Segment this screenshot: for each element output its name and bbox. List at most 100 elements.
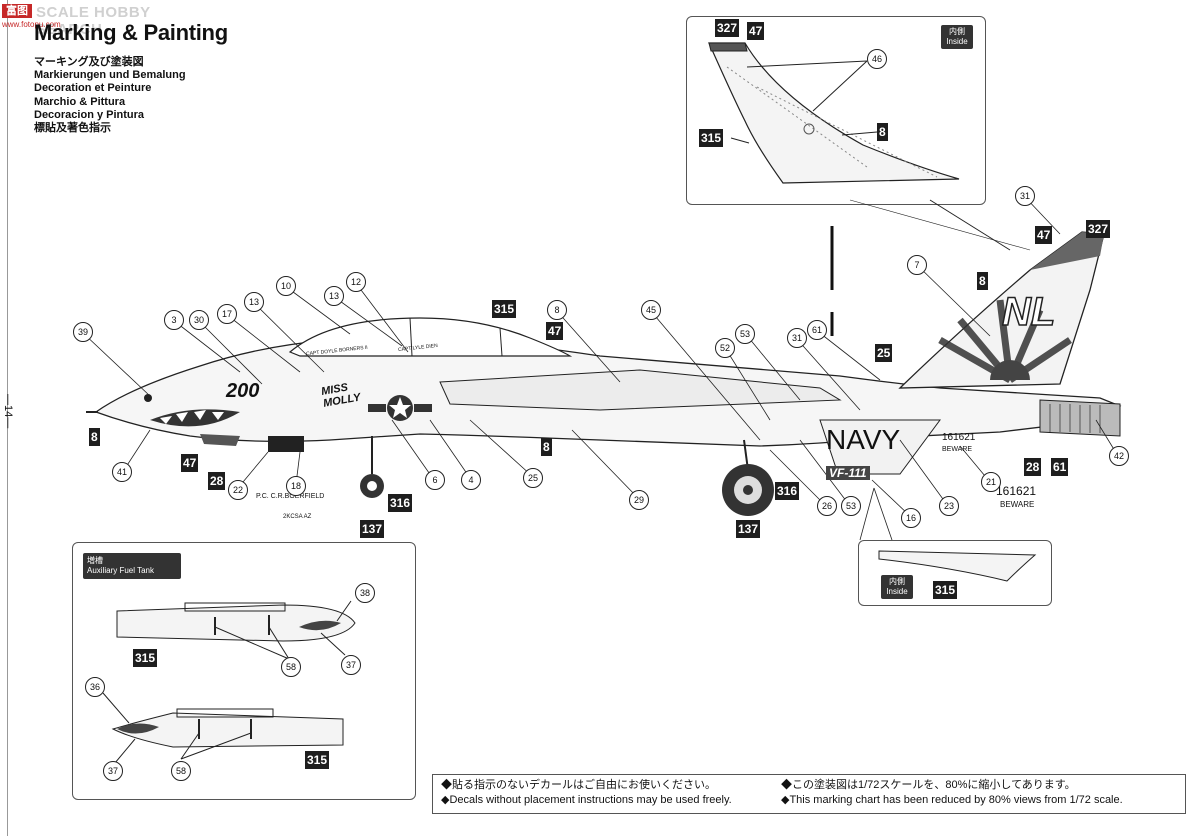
tank-upper-callout-38: 38 — [355, 583, 375, 603]
num-8-glove: 8 — [541, 438, 552, 456]
beware-stencil-1: BEWARE — [942, 446, 973, 453]
callout-31a: 31 — [787, 328, 807, 348]
callout-26: 26 — [817, 496, 837, 516]
num-47-intake: 47 — [546, 322, 564, 340]
fuel-tank-box: 増槽 Auxiliary Fuel Tank 315 38 — [72, 542, 416, 800]
inside-tag-en: Inside — [946, 37, 968, 46]
num-25-spine: 25 — [875, 344, 893, 362]
ventral-fin-inset: 内側 Inside 315 — [858, 540, 1052, 606]
callout-6: 6 — [425, 470, 445, 490]
fin-inside-tag-jp: 内側 — [889, 577, 905, 586]
callout-10: 10 — [276, 276, 296, 296]
navy-lettering: NAVY — [826, 424, 901, 455]
fin-inside-tag: 内側 Inside — [881, 575, 913, 599]
callout-18: 18 — [286, 476, 306, 496]
num-28-nose: 28 — [208, 472, 226, 490]
tail-inset-num-327: 327 — [715, 19, 740, 37]
tail-fin-drawing — [708, 42, 960, 184]
note-en-2: ◆This marking chart has been reduced by … — [781, 794, 1123, 806]
modex-number: 200 — [226, 380, 260, 402]
tail-inset-callout-46: 46 — [867, 49, 887, 69]
gear-door-sublabel: 2KCSA AZ — [283, 514, 312, 520]
callout-41: 41 — [112, 462, 132, 482]
tank-upper-callout-58: 58 — [281, 657, 301, 677]
callout-22: 22 — [228, 480, 248, 500]
fuel-tank-drawing — [102, 600, 356, 764]
tank-upper-num-315: 315 — [133, 649, 158, 667]
callout-13a: 13 — [244, 292, 264, 312]
callout-17: 17 — [217, 304, 237, 324]
callout-21: 21 — [981, 472, 1001, 492]
callout-30: 30 — [189, 310, 209, 330]
ventral-fin-drawing — [878, 550, 1037, 582]
num-137-nosewheel: 137 — [360, 520, 385, 538]
note-jp-2: ◆この塗装図は1/72スケールを、80%に縮小してあります。 — [781, 779, 1076, 791]
callout-52: 52 — [715, 338, 735, 358]
tank-lower-callout-37: 37 — [103, 761, 123, 781]
callout-8: 8 — [547, 300, 567, 320]
num-8-tail: 8 — [977, 272, 988, 290]
num-316-nosewheel: 316 — [388, 494, 413, 512]
num-47-nose: 47 — [181, 454, 199, 472]
page-title: Marking & Painting — [34, 20, 228, 45]
watermark: 富图网 SCALE HOBBY SEARCH www.fotopu.com — [0, 0, 200, 38]
watermark-logo: 富图网 — [2, 4, 32, 31]
tail-inset-num-8: 8 — [877, 123, 888, 141]
callout-4: 4 — [461, 470, 481, 490]
fuel-tank-tag-jp: 増槽 — [87, 556, 103, 565]
serial-fuselage: 161621 — [942, 432, 976, 443]
serial-ventral: 161621 — [996, 484, 1037, 498]
tail-code: NL — [1001, 289, 1056, 335]
fuel-tank-tag: 増槽 Auxiliary Fuel Tank — [83, 553, 181, 579]
tank-lower-num-315: 315 — [305, 751, 330, 769]
note-jp-1: ◆貼る指示のないデカールはご自由にお使いください。 — [441, 779, 716, 791]
callout-13b: 13 — [324, 286, 344, 306]
page-edge-rule — [7, 0, 8, 836]
subtitle-es: Decoracion y Pintura — [34, 109, 145, 121]
callout-12: 12 — [346, 272, 366, 292]
squadron-marking: VF-111 — [826, 466, 870, 480]
num-316-mainwheel: 316 — [775, 482, 800, 500]
callout-53b: 53 — [841, 496, 861, 516]
num-28-nozzle: 28 — [1024, 458, 1042, 476]
tail-inset-box: 内側 Inside 327 47 315 8 46 — [686, 16, 986, 205]
subtitle-de: Markierungen und Bemalung — [34, 69, 186, 81]
fin-inside-tag-en: Inside — [886, 587, 908, 596]
tank-lower-callout-58: 58 — [171, 761, 191, 781]
notes-box: ◆貼る指示のないデカールはご自由にお使いください。 ◆Decals withou… — [432, 774, 1186, 814]
tail-inset-num-315: 315 — [699, 129, 724, 147]
num-8-nose: 8 — [89, 428, 100, 446]
callout-29: 29 — [629, 490, 649, 510]
callout-45: 45 — [641, 300, 661, 320]
num-327-tail: 327 — [1086, 220, 1111, 238]
tank-lower-callout-36: 36 — [85, 677, 105, 697]
subtitle-it: Marchio & Pittura — [34, 96, 126, 108]
callout-25: 25 — [523, 468, 543, 488]
note-en-1: ◆Decals without placement instructions m… — [441, 794, 732, 806]
num-61-nozzle: 61 — [1051, 458, 1069, 476]
callout-16: 16 — [901, 508, 921, 528]
callout-39: 39 — [73, 322, 93, 342]
watermark-text: SCALE HOBBY SEARCH — [36, 4, 151, 38]
subtitle-jp: マーキング及び塗装図 — [34, 56, 144, 68]
callout-31b: 31 — [1015, 186, 1035, 206]
fin-inset-num-315: 315 — [933, 581, 958, 599]
num-315-body: 315 — [492, 300, 517, 318]
callout-61: 61 — [807, 320, 827, 340]
gear-door-label: P.C. C.R.BOERFIELD — [256, 493, 325, 500]
subtitle-fr: Decoration et Peinture — [34, 82, 152, 94]
callout-3: 3 — [164, 310, 184, 330]
tail-inset-num-47: 47 — [747, 22, 765, 40]
callout-53a: 53 — [735, 324, 755, 344]
page-number: —14— — [2, 394, 14, 429]
inside-tag: 内側 Inside — [941, 25, 973, 49]
watermark-url: www.fotopu.com — [2, 20, 61, 29]
subtitle-cn: 標貼及著色指示 — [34, 122, 111, 134]
num-47-tail: 47 — [1035, 226, 1053, 244]
beware-stencil-2: BEWARE — [1000, 500, 1035, 509]
fuel-tank-tag-en: Auxiliary Fuel Tank — [87, 566, 154, 575]
callout-23: 23 — [939, 496, 959, 516]
tank-upper-callout-37: 37 — [341, 655, 361, 675]
